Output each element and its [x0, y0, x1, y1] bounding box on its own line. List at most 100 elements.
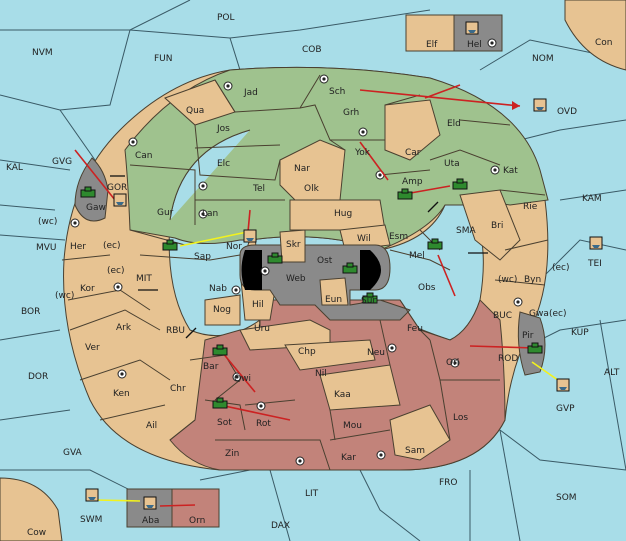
land-label-byn: Byn	[524, 275, 541, 285]
green-army-unit	[212, 344, 228, 356]
land-label-orn: Orn	[189, 516, 205, 526]
land-label-aba: Aba	[142, 516, 159, 526]
land-label-sun: Sun	[361, 296, 378, 306]
land-label-esm: Esm	[389, 232, 408, 242]
arrow-head	[512, 101, 520, 110]
sea-label-gva: GVA	[63, 448, 83, 458]
land-label-sot: Sot	[217, 418, 232, 428]
land-label-uru: Uru	[254, 324, 270, 334]
province-borders	[61, 74, 549, 471]
land-label-hil: Hil	[252, 300, 264, 310]
province-cow[interactable]	[0, 477, 63, 541]
land-label-uta: Uta	[444, 159, 460, 169]
green-army-unit	[362, 292, 378, 304]
sea-label-nom: NOM	[532, 54, 554, 64]
land-label-mel: Mel	[409, 251, 425, 261]
sea-labels: POL NVM COB FUN NOM Con KAL GVG GOR OVD …	[6, 13, 620, 538]
land-label-car: Car	[405, 148, 421, 158]
order-arrow	[437, 254, 456, 297]
center-lake-west	[241, 250, 262, 290]
sea-label-kam: KAM	[582, 194, 602, 204]
land-label-wc1: (wc)	[38, 217, 57, 227]
strait-markers	[110, 175, 488, 339]
order-arrow	[219, 404, 291, 421]
province-car[interactable]	[384, 99, 441, 161]
land-label-yok: Yok	[354, 148, 371, 158]
province-bri[interactable]	[459, 189, 521, 261]
land-label-ost: Ost	[317, 256, 333, 266]
land-label-wil: Wil	[357, 234, 371, 244]
fleet-unit	[143, 496, 157, 510]
province-eun[interactable]	[319, 277, 349, 306]
land-label-kor: Kor	[80, 284, 95, 294]
green-army-unit	[342, 262, 358, 274]
fleet-unit	[533, 98, 547, 112]
green-army-unit	[397, 188, 413, 200]
sea-label-alt: ALT	[604, 368, 620, 378]
province-elf[interactable]	[405, 14, 455, 52]
sea-label-ovd: OVD	[557, 107, 577, 117]
land-label-gur: Gur	[157, 208, 174, 218]
land-label-sam: Sam	[405, 446, 425, 456]
land-label-grh: Grh	[343, 108, 359, 118]
support-arrow	[94, 499, 141, 502]
land-label-nog: Nog	[213, 305, 231, 315]
land-label-lan: Lan	[202, 209, 218, 219]
land-label-skr: Skr	[286, 240, 301, 250]
land-label-eun: Eun	[325, 295, 342, 305]
land-label-nil: Nil	[315, 369, 327, 379]
green-army-unit	[427, 238, 443, 250]
order-arrow	[424, 84, 461, 99]
land-label-ec1: (ec)	[103, 241, 121, 251]
land-label-nab: Nab	[209, 284, 227, 294]
sea-label-kal: KAL	[6, 163, 23, 173]
green-army-unit	[80, 186, 96, 198]
province-nog[interactable]	[204, 294, 241, 326]
fleet-unit	[85, 488, 99, 502]
land-label-web: Web	[286, 274, 306, 284]
sea-label-sma: SMA	[456, 226, 476, 236]
land-label-ken: Ken	[113, 389, 130, 399]
green-army-unit	[162, 239, 178, 251]
sea-label-mvu: MVU	[36, 243, 57, 253]
sea-label-pol: POL	[217, 13, 235, 23]
province-skr[interactable]	[279, 229, 306, 263]
sea-label-fro: FRO	[439, 478, 458, 488]
land-label-neu: Neu	[367, 348, 385, 358]
order-arrow	[359, 89, 521, 107]
sea-label-cob: COB	[302, 45, 322, 55]
sea-label-lit: LIT	[305, 489, 319, 499]
province-chp[interactable]	[284, 339, 376, 371]
fleet-unit	[243, 229, 257, 243]
land-label-sap: Sap	[194, 252, 211, 262]
order-arrow	[359, 141, 389, 181]
province-uru[interactable]	[239, 319, 331, 351]
land-label-kat: Kat	[503, 166, 518, 176]
land-label-orl: Orl	[446, 358, 459, 368]
land-label-chp: Chp	[298, 347, 316, 357]
land-label-rot: Rot	[256, 419, 271, 429]
fleet-unit	[113, 193, 127, 207]
province-kaa[interactable]	[319, 364, 401, 411]
sea-label-buc: BUC	[493, 311, 512, 321]
land-label-obs: Obs	[418, 283, 436, 293]
sea-label-mit: MIT	[136, 274, 152, 284]
land-labels: Elf Hel Jad Sch Qua Jos Grh Eld Can Yok …	[38, 40, 570, 526]
sea-label-bor: BOR	[21, 307, 40, 317]
sea-label-gvg: GVG	[52, 157, 72, 167]
province-sam[interactable]	[389, 404, 451, 461]
land-label-jad: Jad	[243, 88, 258, 98]
land-label-amp: Amp	[402, 177, 423, 187]
province-orn[interactable]	[171, 488, 220, 528]
order-arrow	[74, 149, 116, 201]
order-arrow	[469, 345, 536, 349]
land-label-sch: Sch	[329, 87, 345, 97]
land-label-tel: Tel	[252, 184, 265, 194]
land-label-mou: Mou	[343, 421, 362, 431]
province-wil[interactable]	[339, 224, 391, 251]
land-label-elf: Elf	[426, 40, 438, 50]
sea-label-rod: ROD	[498, 354, 518, 364]
land-label-feu: Feu	[407, 324, 423, 334]
land-label-ail: Ail	[146, 421, 157, 431]
